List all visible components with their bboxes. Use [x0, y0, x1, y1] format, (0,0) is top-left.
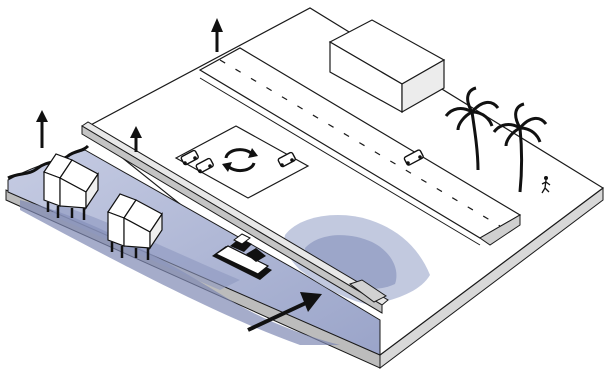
- up-arrow-icon: [36, 110, 48, 148]
- up-arrow-icon: [211, 18, 223, 52]
